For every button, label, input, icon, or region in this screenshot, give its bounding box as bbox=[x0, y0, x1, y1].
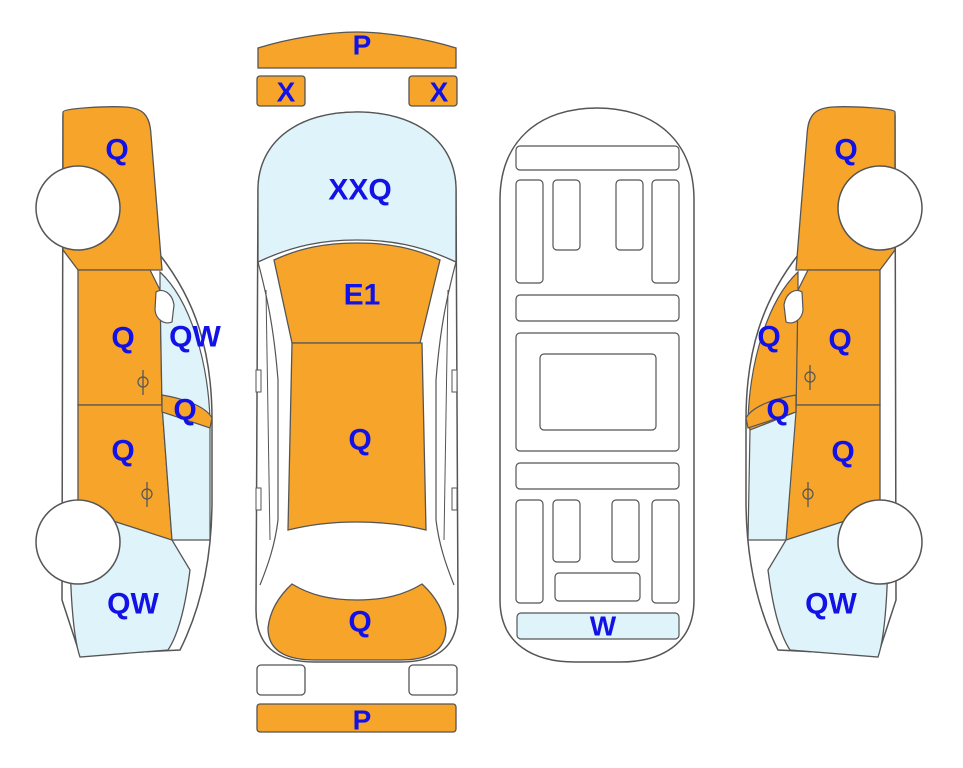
top-view: P X X XXQ E1 Q Q P bbox=[255, 30, 459, 736]
underbody-rail-rl bbox=[515, 499, 544, 604]
left-rear-wheel bbox=[35, 499, 121, 585]
top-handle-right bbox=[451, 487, 458, 511]
right-door-handle-rear bbox=[802, 482, 814, 507]
roof[interactable] bbox=[287, 342, 427, 531]
underbody-rail-fl bbox=[515, 179, 544, 284]
label-right-rear-quarter: QW bbox=[805, 588, 857, 621]
right-front-window[interactable] bbox=[783, 289, 804, 324]
label-headlight-left: X bbox=[277, 77, 296, 108]
windshield[interactable] bbox=[257, 111, 457, 264]
underbody-tank bbox=[554, 572, 641, 602]
left-inner-line bbox=[265, 289, 271, 541]
right-side-labels: Q Q Q Q Q QW bbox=[757, 134, 857, 621]
label-right-front-fender: Q bbox=[834, 134, 857, 167]
underbody-front-plate bbox=[515, 145, 680, 171]
label-left-mirror: Q bbox=[173, 394, 196, 427]
label-left-front-window: QW bbox=[169, 321, 221, 354]
label-hood: E1 bbox=[344, 279, 381, 312]
left-door-handle-rear bbox=[141, 482, 153, 507]
label-left-front-door: Q bbox=[111, 322, 134, 355]
label-rear-bumper: P bbox=[353, 705, 372, 736]
right-inner-line bbox=[443, 289, 449, 541]
label-windshield: XXQ bbox=[328, 174, 391, 207]
left-front-wheel bbox=[35, 165, 121, 251]
left-mirror[interactable] bbox=[161, 394, 213, 429]
top-mirror-right bbox=[451, 369, 458, 393]
right-mirror[interactable] bbox=[745, 394, 797, 429]
underbody-rail-rr bbox=[651, 499, 680, 604]
top-mirror-left bbox=[255, 369, 262, 393]
trunk[interactable] bbox=[267, 583, 447, 661]
underbody-pan-rl bbox=[552, 499, 581, 563]
right-front-wheel bbox=[837, 165, 923, 251]
left-front-window[interactable] bbox=[154, 289, 175, 324]
taillight-left[interactable] bbox=[256, 664, 306, 696]
headlight-left[interactable] bbox=[256, 75, 306, 107]
label-right-mirror: Q bbox=[766, 394, 789, 427]
underbody-pan-fr bbox=[615, 179, 644, 251]
hood[interactable] bbox=[273, 242, 441, 344]
underbody-center-pan bbox=[539, 353, 657, 431]
right-window-glass-lower[interactable] bbox=[747, 411, 797, 541]
label-right-front-door: Q bbox=[828, 324, 851, 357]
right-side-view bbox=[745, 106, 923, 658]
right-rear-wheel bbox=[837, 499, 923, 585]
label-front-bumper: P bbox=[353, 30, 372, 61]
label-trunk: Q bbox=[348, 606, 371, 639]
underbody-crossmember-rear bbox=[515, 462, 680, 490]
label-left-rear-quarter: QW bbox=[107, 588, 159, 621]
taillight-right[interactable] bbox=[408, 664, 458, 696]
top-handle-left bbox=[255, 487, 262, 511]
label-right-rear-door: Q bbox=[831, 436, 854, 469]
underbody-pan-rr bbox=[611, 499, 640, 563]
headlight-right[interactable] bbox=[408, 75, 458, 107]
left-side-view: Q Q QW Q Q QW bbox=[35, 106, 222, 658]
right-door-handle-front bbox=[804, 365, 816, 390]
left-door-handle-front bbox=[137, 370, 149, 395]
front-bumper[interactable] bbox=[257, 31, 457, 69]
label-right-front-window: Q bbox=[757, 321, 780, 354]
label-underbody-rear: W bbox=[590, 611, 617, 642]
underbody-pan-fl bbox=[552, 179, 581, 251]
label-roof: Q bbox=[348, 424, 371, 457]
underbody-view: W bbox=[499, 107, 695, 663]
label-left-rear-door: Q bbox=[111, 435, 134, 468]
underbody-crossmember-front bbox=[515, 294, 680, 322]
underbody-rail-fr bbox=[651, 179, 680, 284]
underbody-rear-plate[interactable] bbox=[516, 612, 680, 640]
label-headlight-right: X bbox=[430, 77, 449, 108]
label-left-front-fender: Q bbox=[105, 134, 128, 167]
rear-bumper[interactable] bbox=[256, 703, 457, 733]
